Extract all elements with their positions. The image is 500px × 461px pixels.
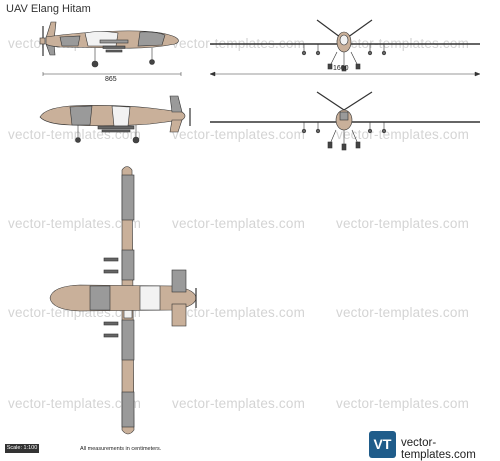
- watermark: vector-templates.com: [8, 216, 142, 231]
- watermark: vector-templates.com: [172, 127, 306, 142]
- length-dimension-label: 865: [105, 76, 117, 83]
- side-view-left: [39, 21, 179, 68]
- front-view: [210, 19, 480, 72]
- side-view-right: [39, 95, 191, 144]
- watermark: vector-templates.com: [336, 305, 470, 320]
- wingspan-dimension-label: 1600: [333, 65, 349, 72]
- top-view: [49, 166, 197, 435]
- rear-view: [210, 91, 480, 151]
- watermark: vector-templates.com: [8, 396, 142, 411]
- watermark: vector-templates.com: [172, 396, 306, 411]
- logo-text: vector-templates.com: [401, 437, 476, 461]
- measurement-note: All measurements in centimeters.: [80, 446, 162, 452]
- watermark: vector-templates.com: [336, 216, 470, 231]
- watermark: vector-templates.com: [336, 396, 470, 411]
- wingspan-dimension-line: [209, 71, 481, 77]
- scale-label: Scale: 1:100: [5, 444, 39, 453]
- drawing-title: UAV Elang Hitam: [6, 3, 91, 15]
- watermark: vector-templates.com: [172, 305, 306, 320]
- vt-logo-icon: VT: [369, 431, 396, 458]
- watermark: vector-templates.com: [172, 216, 306, 231]
- length-dimension-line: [42, 72, 182, 76]
